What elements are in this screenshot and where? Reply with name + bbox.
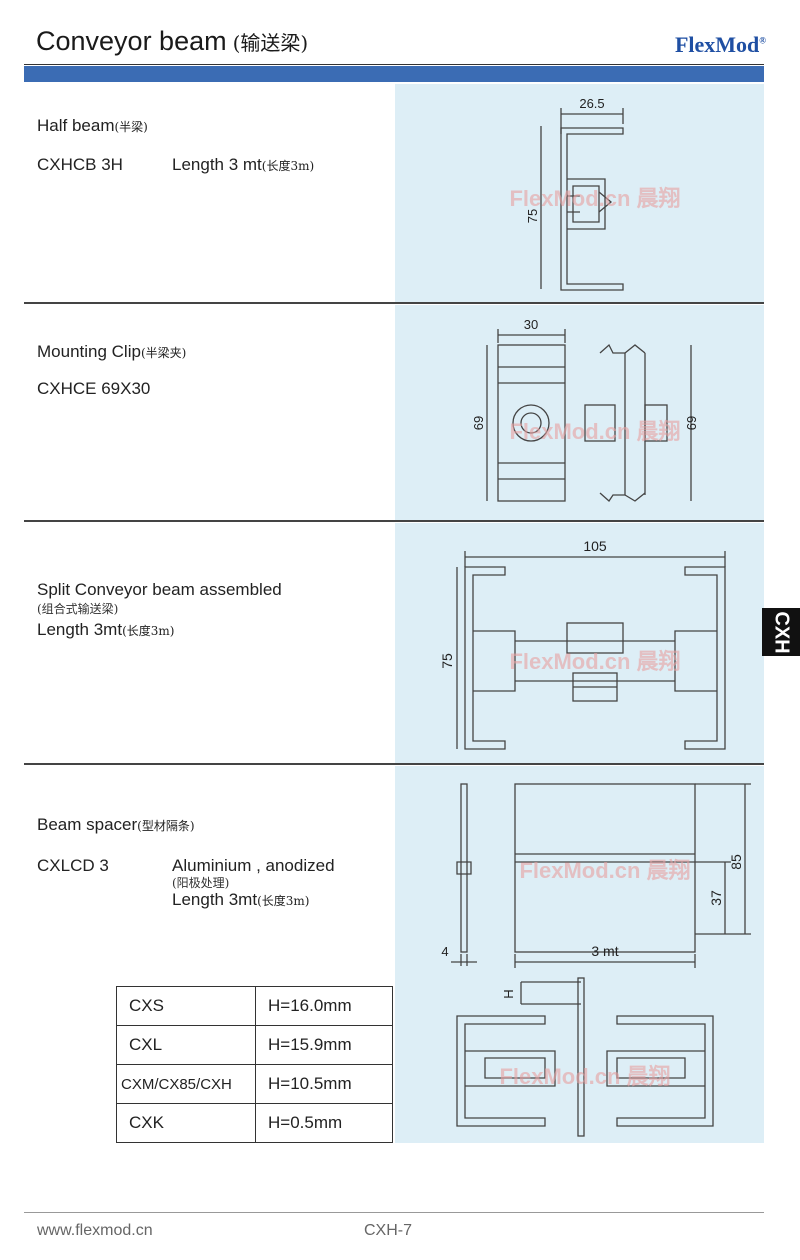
- mounting-clip-name-cn: (半梁夹): [140, 346, 187, 360]
- split-beam-length: Length 3mt(长度3m): [37, 620, 174, 640]
- header-rule: [24, 64, 764, 65]
- spacer-h-dim: H: [501, 989, 516, 998]
- mounting-clip-name: Mounting Clip: [37, 342, 141, 361]
- spacer-length-dim: 3 mt: [591, 943, 618, 959]
- page-title: Conveyor beam(输送梁): [36, 26, 308, 57]
- split-beam-height-dim: 75: [439, 653, 455, 669]
- footer-page-number: CXH-7: [364, 1222, 413, 1239]
- title-text: Conveyor beam: [36, 26, 227, 56]
- split-beam-length-text: Length 3mt: [37, 620, 123, 639]
- watermark: FlexMod.cn 晨翔: [509, 649, 680, 674]
- beam-spacer-drawing: 4 85 37 3 mt H FlexMod.cn 晨翔 FlexMod.cn …: [441, 783, 751, 1137]
- watermark: FlexMod.cn 晨翔: [519, 858, 690, 883]
- brand-name: FlexMod: [674, 32, 760, 57]
- mounting-clip-title: Mounting Clip(半梁夹): [37, 342, 186, 362]
- beam-spacer-name-cn: (型材隔条): [137, 819, 195, 833]
- mounting-clip-code: CXHCE 69X30: [37, 379, 151, 398]
- brand-logo: FlexMod®: [675, 32, 766, 58]
- beam-spacer-material-cn: (阳极处理): [172, 876, 230, 890]
- table-cell-model: CXS: [116, 986, 256, 1026]
- table-cell-value: H=0.5mm: [255, 1103, 393, 1143]
- table-cell-value: H=10.5mm: [255, 1064, 393, 1104]
- table-cell-model: CXM/CX85/CXH: [116, 1064, 256, 1104]
- title-cn: (输送梁): [232, 31, 309, 55]
- half-beam-profile-drawing: 26.5 75 FlexMod.cn 晨翔: [509, 96, 681, 291]
- split-beam-length-cn: (长度3m): [122, 624, 175, 638]
- drawing-panel-half-beam: [395, 84, 764, 302]
- mounting-clip-height-left-dim: 69: [471, 416, 486, 430]
- half-beam-height-dim: 75: [525, 209, 540, 223]
- split-beam-drawing: 105 75 FlexMod.cn 晨翔: [439, 538, 726, 750]
- beam-spacer-length-cn: (长度3m): [257, 894, 310, 908]
- table-cell-model: CXK: [116, 1103, 256, 1143]
- half-beam-length: Length 3 mt(长度3m): [172, 155, 314, 175]
- side-tab-label: CXH: [770, 610, 793, 654]
- beam-spacer-name: Beam spacer: [37, 815, 138, 834]
- split-beam-title: Split Conveyor beam assembled: [37, 580, 282, 599]
- beam-spacer-material: Aluminium , anodized: [172, 856, 335, 875]
- spacer-offset-dim: 37: [708, 890, 724, 906]
- beam-spacer-length: Length 3mt(长度3m): [172, 890, 309, 910]
- mounting-clip-drawing: 30 69 69 FlexMod.cn 晨翔: [471, 317, 699, 502]
- beam-spacer-title: Beam spacer(型材隔条): [37, 815, 195, 835]
- spacer-thickness-dim: 4: [441, 944, 448, 959]
- drawing-panel-mounting-clip: [395, 305, 764, 520]
- half-beam-title: Half beam(半梁): [37, 116, 148, 136]
- half-beam-code: CXHCB 3H: [37, 155, 123, 174]
- table-cell-model: CXL: [116, 1025, 256, 1065]
- footer-rule: [24, 1212, 764, 1213]
- section-divider: [24, 302, 764, 304]
- mounting-clip-height-right-dim: 69: [684, 416, 699, 430]
- section-side-tab: CXH: [762, 608, 800, 656]
- brand-mark: ®: [759, 35, 766, 46]
- half-beam-length-cn: (长度3m): [261, 159, 315, 173]
- section-divider: [24, 763, 764, 765]
- watermark: FlexMod.cn 晨翔: [509, 419, 680, 444]
- table-cell-value: H=15.9mm: [255, 1025, 393, 1065]
- half-beam-name-cn: (半梁): [114, 120, 148, 134]
- table-cell-value: H=16.0mm: [255, 986, 393, 1026]
- half-beam-name: Half beam: [37, 116, 115, 135]
- beam-spacer-code: CXLCD 3: [37, 856, 109, 875]
- split-beam-width-dim: 105: [583, 538, 607, 554]
- split-beam-name-cn: (组合式输送梁): [37, 602, 119, 616]
- watermark: FlexMod.cn 晨翔: [499, 1064, 670, 1089]
- half-beam-width-dim: 26.5: [579, 96, 604, 111]
- spacer-height-dim: 85: [728, 854, 744, 870]
- header-accent-bar: [24, 66, 764, 82]
- section-divider: [24, 520, 764, 522]
- watermark: FlexMod.cn 晨翔: [509, 186, 680, 211]
- half-beam-length-text: Length 3 mt: [172, 155, 262, 174]
- beam-spacer-length-text: Length 3mt: [172, 890, 258, 909]
- mounting-clip-width-dim: 30: [524, 317, 538, 332]
- footer-website: www.flexmod.cn: [37, 1222, 153, 1239]
